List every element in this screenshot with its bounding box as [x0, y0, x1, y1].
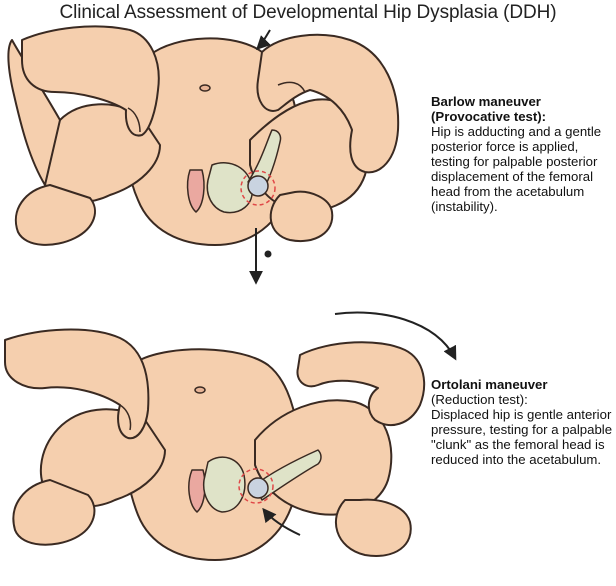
pelvis-bone-top	[206, 162, 253, 214]
ortolani-body: Displaced hip is gentle anterior pressur…	[431, 407, 613, 467]
ortolani-illustration	[4, 328, 426, 561]
barlow-illustration	[7, 25, 400, 246]
left-foot-bottom	[12, 479, 96, 546]
genital-top	[186, 169, 205, 213]
arrow-top-force	[256, 29, 271, 50]
diagram-title: Clinical Assessment of Developmental Hip…	[59, 2, 557, 23]
femoral-head-bottom	[247, 477, 269, 499]
ortolani-caption: Ortolani maneuver (Reduction test): Disp…	[431, 377, 613, 467]
examiner-hand-left-bottom	[4, 328, 150, 440]
pelvis-bone-bottom	[202, 456, 246, 513]
examiner-hand-right-top	[256, 33, 400, 174]
navel-bottom	[194, 386, 206, 394]
barlow-heading: Barlow maneuver	[431, 94, 541, 109]
barlow-subheading: (Provocative test):	[431, 109, 547, 124]
right-thigh-bottom	[254, 399, 393, 516]
right-foot-top	[269, 190, 334, 243]
highlight-circle-top	[240, 170, 276, 206]
navel-top	[199, 84, 211, 92]
arrow-rotation	[334, 311, 457, 361]
femoral-head-top	[247, 175, 269, 197]
arrow-anterior-pressure	[262, 507, 301, 536]
ortolani-subheading: (Reduction test):	[431, 392, 528, 407]
dot-marker	[264, 250, 272, 258]
barlow-caption: Barlow maneuver (Provocative test): Hip …	[431, 94, 613, 214]
femur-bottom	[254, 449, 322, 501]
barlow-body: Hip is adducting and a gentle posterior …	[431, 124, 602, 214]
examiner-hand-left-top	[21, 25, 160, 137]
highlight-circle-bottom	[238, 468, 274, 504]
left-foot-top	[14, 184, 96, 246]
right-foot-bottom	[335, 498, 412, 557]
examiner-hand-right-bottom	[296, 341, 426, 426]
ortolani-heading: Ortolani maneuver	[431, 377, 548, 392]
